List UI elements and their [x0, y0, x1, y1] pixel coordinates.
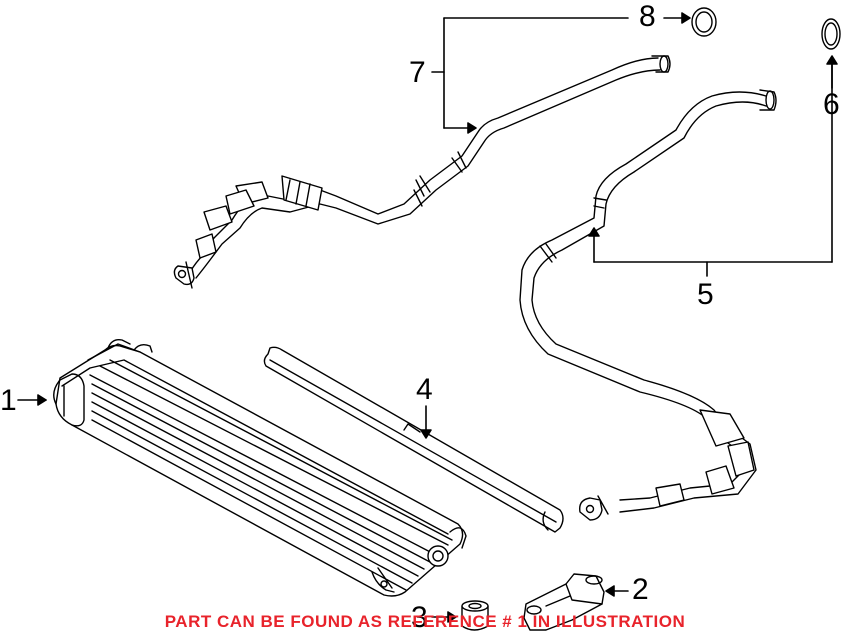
callout-4: 4	[416, 373, 433, 406]
rubber-mount-part	[461, 600, 489, 631]
callout-6: 6	[823, 88, 840, 121]
seal-strip-part	[263, 346, 564, 533]
feed-hose-part	[173, 55, 671, 289]
seal-ring-8-part	[691, 7, 717, 37]
callout-1: 1	[0, 384, 17, 417]
bracket-part	[523, 573, 605, 631]
callout-7: 7	[409, 56, 426, 89]
callout-3: 3	[411, 601, 428, 634]
leader-lines	[17, 12, 838, 623]
return-hose-part	[519, 89, 777, 521]
callout-8: 8	[639, 0, 656, 33]
reference-notice: PART CAN BE FOUND AS REFERENCE # 1 IN IL…	[164, 612, 686, 631]
seal-ring-6-part	[821, 18, 841, 50]
oil-cooler-part	[53, 338, 467, 597]
callout-2: 2	[632, 573, 649, 606]
callout-5: 5	[697, 278, 714, 311]
